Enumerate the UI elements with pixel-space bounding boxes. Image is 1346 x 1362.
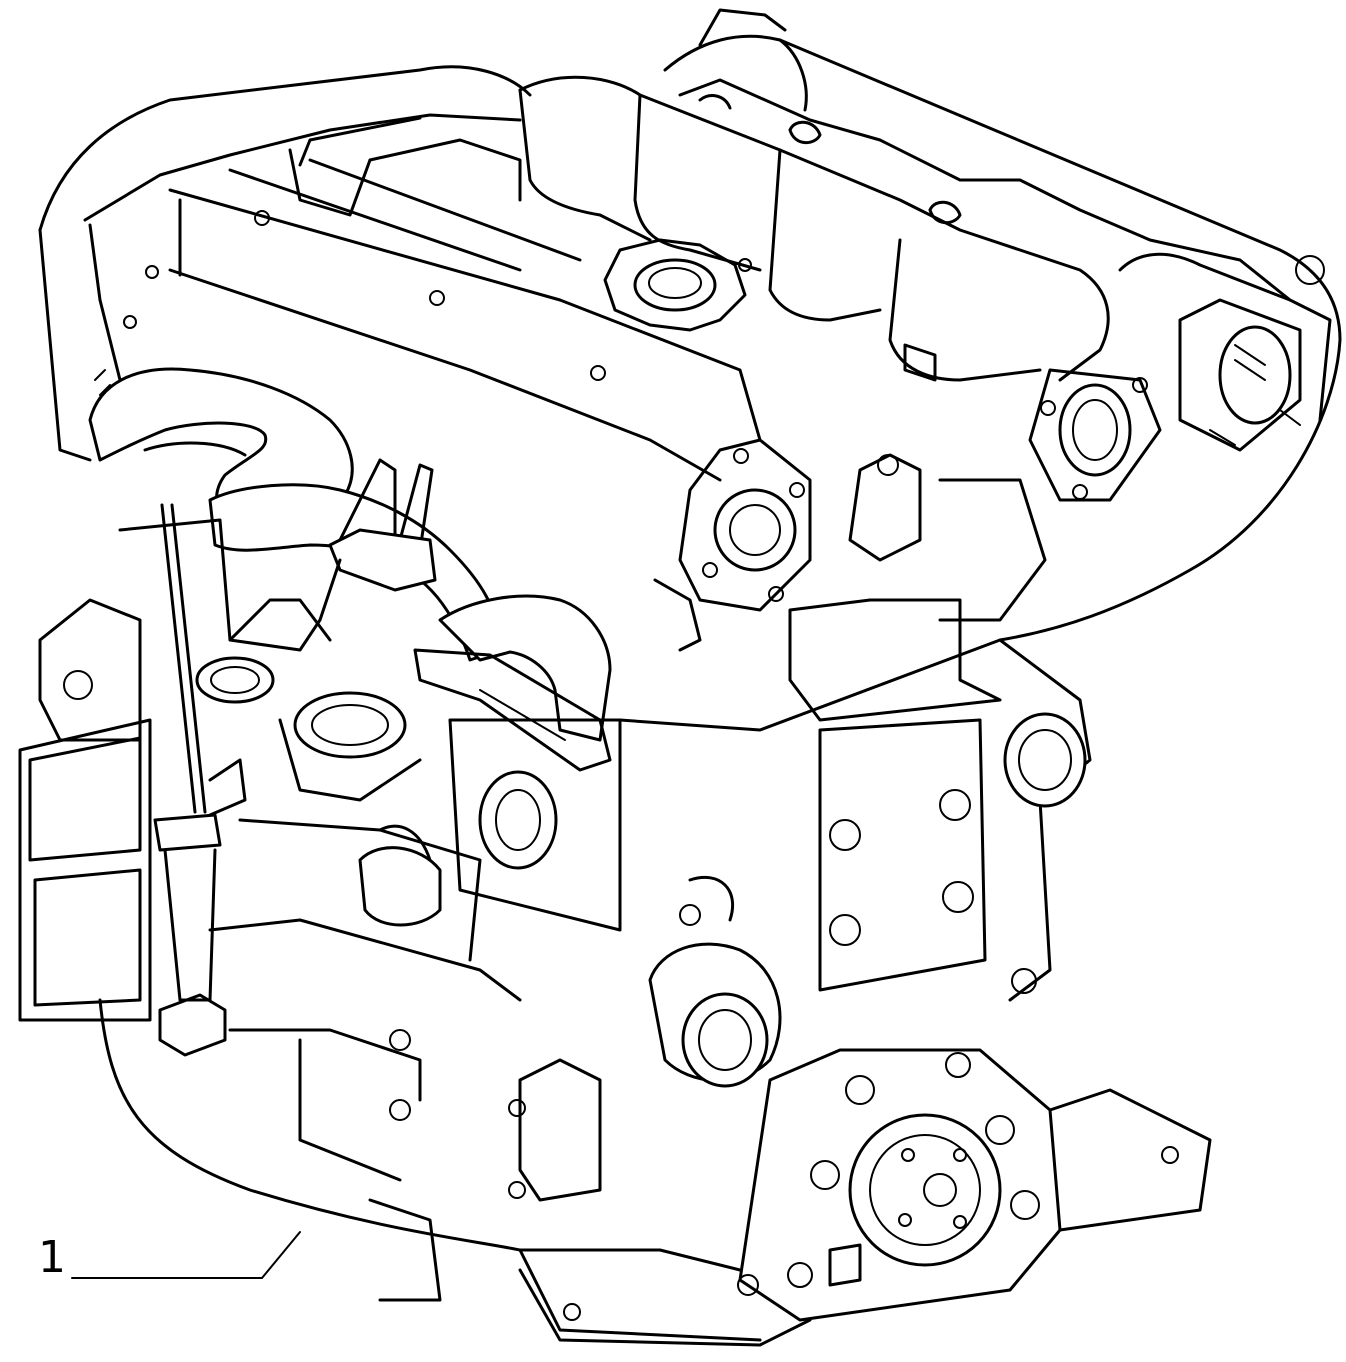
exhaust-manifold [663, 8, 1342, 642]
cam-sensor-plate [653, 438, 812, 652]
intake-manifold [518, 75, 1162, 502]
callout-1-leader [71, 1231, 301, 1279]
thermostat-bracket [328, 458, 612, 772]
callout-label-1: 1 [38, 1232, 66, 1283]
crank-flange [737, 1048, 1212, 1322]
head-end [848, 453, 1047, 622]
dipstick [153, 503, 222, 1002]
engine-block [18, 518, 762, 1342]
oil-sump [368, 1198, 812, 1347]
oil-filler-cap [603, 238, 752, 332]
timing-cover [618, 598, 1092, 1088]
water-hose [88, 367, 612, 742]
